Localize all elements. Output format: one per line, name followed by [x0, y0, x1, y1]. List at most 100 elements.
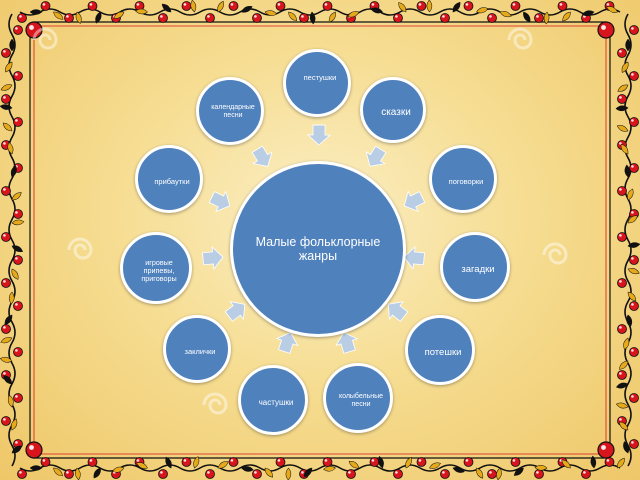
right-vine: [624, 13, 632, 467]
leaf: [217, 461, 229, 469]
node-skazki: сказки: [360, 77, 426, 143]
leaf: [625, 38, 631, 52]
arrow: [251, 145, 273, 167]
leaf: [309, 11, 316, 25]
leaf: [161, 3, 172, 13]
node-label: потешки: [424, 346, 462, 358]
leaf: [621, 61, 629, 73]
node-label: календарные песни: [211, 103, 255, 119]
leaf: [405, 456, 412, 469]
arrow: [306, 124, 332, 146]
node-label: игровые припевы, приговоры: [141, 257, 177, 284]
leaf: [543, 11, 550, 25]
leaf: [534, 465, 548, 471]
leaf: [11, 219, 25, 226]
leaf: [11, 445, 23, 454]
leaf: [328, 11, 336, 23]
arrow: [202, 245, 224, 270]
leaf: [217, 0, 224, 13]
node-kalendarnye: календарные песни: [196, 77, 264, 145]
leaf: [429, 462, 441, 469]
leaf: [75, 11, 82, 24]
arrow: [403, 190, 426, 213]
leaf: [561, 459, 571, 469]
node-pestushki: пестушки: [283, 49, 351, 117]
leaf: [0, 104, 13, 110]
node-label: заклички: [184, 346, 216, 356]
leaf: [11, 268, 19, 280]
leaf: [0, 356, 13, 363]
leaf: [617, 84, 629, 92]
node-pogovorki: поговорки: [429, 145, 497, 213]
leaf: [590, 455, 597, 469]
inner-frame-line-red: [33, 25, 607, 455]
watermark-swirl-icon: [32, 27, 58, 50]
arrow: [275, 332, 299, 354]
arrow: [387, 301, 409, 322]
leaf: [617, 457, 625, 469]
leaf: [193, 456, 200, 469]
leaf: [623, 441, 630, 454]
node-label: прибаутки: [154, 176, 190, 186]
node-igrovye: игровые припевы, приговоры: [120, 232, 192, 304]
watermark-swirl-icon: [202, 392, 228, 415]
leaf: [0, 84, 13, 91]
leaf: [626, 314, 633, 328]
leaf: [11, 418, 18, 431]
leaf: [165, 456, 172, 469]
leaf: [53, 467, 63, 477]
leaf: [606, 6, 618, 13]
leaf: [5, 61, 13, 73]
leaf: [135, 8, 148, 15]
leaf: [398, 2, 407, 13]
leaf: [476, 7, 489, 14]
leaf: [11, 245, 24, 253]
leaf: [378, 456, 384, 469]
arrow: [403, 245, 425, 270]
leaf: [616, 125, 629, 132]
leaf: [348, 460, 360, 469]
leaf: [562, 11, 571, 22]
leaf: [113, 11, 125, 19]
leaf: [616, 382, 629, 389]
leaf: [370, 7, 383, 14]
leaf: [627, 215, 638, 224]
node-poteshki: потешки: [405, 315, 475, 385]
leaf: [618, 421, 629, 431]
leaf: [627, 291, 637, 302]
leaf: [112, 466, 125, 473]
leaf: [9, 38, 15, 52]
leaf: [523, 11, 531, 23]
leaf: [426, 0, 433, 13]
leaf: [136, 462, 148, 469]
leaf: [624, 164, 631, 178]
leaf: [10, 165, 17, 178]
leaf: [95, 11, 102, 24]
watermark-swirl-icon: [507, 27, 533, 50]
leaf: [452, 1, 461, 13]
leaf: [615, 105, 629, 112]
leaf: [2, 122, 13, 132]
leaf: [8, 291, 15, 305]
node-label: частушки: [258, 398, 294, 408]
leaf: [627, 188, 634, 201]
leaf: [452, 466, 465, 473]
arrow: [335, 331, 359, 354]
node-zaklichki: заклички: [163, 315, 231, 383]
center-circle: Малые фольклорные жанры: [230, 161, 406, 337]
leaf: [0, 337, 13, 344]
leaf: [241, 466, 254, 472]
node-label: сказки: [381, 107, 411, 119]
leaf: [264, 467, 273, 478]
arrow: [365, 145, 387, 167]
leaf: [29, 9, 43, 15]
leaf: [53, 11, 64, 20]
watermark-swirl-icon: [67, 237, 93, 260]
leaf: [619, 360, 629, 370]
leaf: [264, 10, 278, 16]
leaf: [303, 467, 313, 478]
node-label: колыбельные песни: [338, 392, 384, 408]
